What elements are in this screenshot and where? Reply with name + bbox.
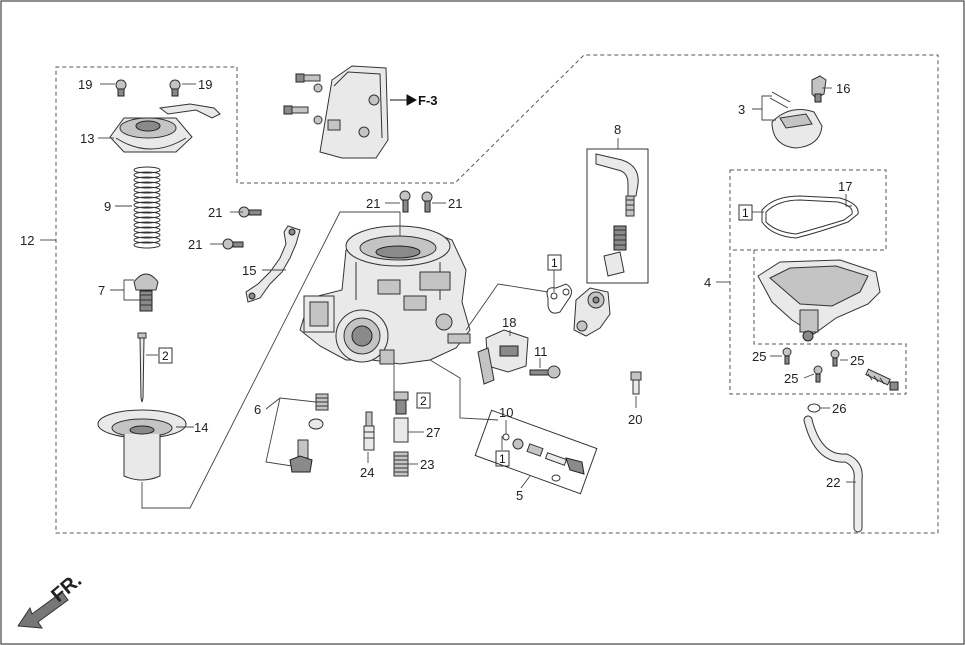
box-label-2-jet: 2 [420,394,427,408]
main-jet-2 [393,391,409,415]
drain-screw [865,368,899,391]
assembly-boundary-12 [55,54,939,534]
carburetor-body [299,225,471,365]
screw-11 [529,365,561,379]
box-label-1-float: 1 [499,452,506,466]
diaphragm-14 [97,409,187,481]
boxed-callouts: 2 2 1 1 1 [158,204,753,467]
label-25-a: 25 [752,349,766,364]
jet-needle-2 [137,332,147,403]
fuel-hose-8 [595,153,639,277]
pilot-jet-24 [363,411,375,451]
plug-20 [630,371,642,395]
box-5 [474,409,598,495]
clip-26 [807,403,821,413]
label-8: 8 [614,122,621,137]
label-11: 11 [534,344,548,359]
top-cover-13 [109,117,193,153]
label-3: 3 [738,102,745,117]
spring-9 [133,166,161,249]
screw-21-top-a [399,190,411,213]
label-7: 7 [98,283,105,298]
label-4: 4 [704,275,711,290]
screw-25-b [830,349,840,367]
reference-f3: F-3 [418,93,438,108]
screw-21-left-b [222,238,244,250]
jet-holder-27 [393,417,409,443]
bolt-pair-housing [283,73,323,125]
label-22: 22 [826,475,840,490]
cable-bracket-15 [245,225,301,303]
screw-25-a [782,347,792,365]
drain-hose-22 [803,415,863,533]
pilot-screw-6 [289,393,329,473]
screw-19-left [115,79,127,97]
label-19-left: 19 [78,77,92,92]
throttle-clip [158,103,221,119]
label-9: 9 [104,199,111,214]
screw-25-c [813,365,823,383]
label-12: 12 [20,233,34,248]
label-21-b: 21 [188,237,202,252]
label-19-right: 19 [198,77,212,92]
box-label-1-bowl: 1 [742,206,749,220]
arrow-to-f3 [390,94,418,106]
needle-holder-7 [133,273,159,312]
float-bowl [757,259,881,342]
label-24: 24 [360,465,374,480]
label-17: 17 [838,179,852,194]
box-label-1-gasket: 1 [551,256,558,270]
label-25-b: 25 [850,353,864,368]
label-23: 23 [420,457,434,472]
label-20: 20 [628,412,642,427]
label-13: 13 [80,131,94,146]
front-direction-arrow [17,591,69,629]
label-15: 15 [242,263,256,278]
air-box-housing [319,65,389,159]
box-label-2-needle: 2 [162,349,169,363]
label-10: 10 [499,405,513,420]
box-gasket-17 [729,169,887,251]
jet-23 [393,451,409,477]
box-8 [586,148,649,284]
label-27: 27 [426,425,440,440]
leader-lines [40,83,856,509]
float-pin-16 [811,75,827,103]
throttle-sensor-18 [477,329,529,385]
label-16: 16 [836,81,850,96]
choke-cap-3 [769,91,823,149]
float-valve-5 [502,433,585,482]
label-18: 18 [502,315,516,330]
label-26: 26 [832,401,846,416]
gasket-1-small [546,283,572,314]
box-float-bowl [729,250,907,395]
label-21-d: 21 [448,196,462,211]
label-25-c: 25 [784,371,798,386]
gasket-17 [761,195,859,239]
label-21-c: 21 [366,196,380,211]
label-6: 6 [254,402,261,417]
choke-unit [573,287,611,337]
label-14: 14 [194,420,208,435]
label-21-a: 21 [208,205,222,220]
label-5: 5 [516,488,523,503]
screw-21-top-b [421,191,433,213]
screw-19-right [169,79,181,97]
